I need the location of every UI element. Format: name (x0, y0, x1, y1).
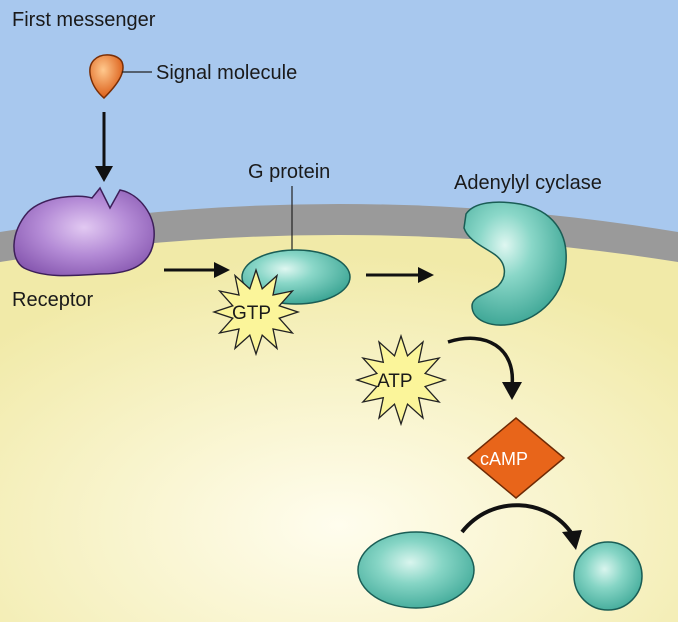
receptor-icon (13, 186, 155, 277)
active-protein-icon (573, 541, 643, 611)
gtp-burst-icon (211, 267, 301, 357)
inactive-protein-icon (357, 531, 475, 609)
arrow-atp-to-camp-head (502, 382, 522, 400)
arrow-protein-activation (460, 503, 574, 536)
atp-label: ATP (377, 371, 413, 392)
receptor-label: Receptor (12, 289, 93, 311)
camp-label: cAMP (480, 449, 528, 469)
camp-diamond-icon (466, 417, 566, 499)
atp-burst-icon (354, 333, 448, 427)
gtp-label: GTP (232, 303, 271, 324)
arrow-signal-to-receptor-head (95, 166, 113, 182)
first-messenger-label: First messenger (12, 9, 156, 31)
adenylyl-cyclase-icon (463, 201, 567, 326)
g-protein-label: G protein (248, 161, 330, 183)
signal-molecule-label: Signal molecule (156, 62, 297, 84)
adenylyl-cyclase-label: Adenylyl cyclase (454, 172, 602, 194)
arrow-atp-to-camp (447, 336, 515, 387)
cytoplasm (0, 235, 678, 622)
arrow-g-protein-to-adenylyl-cyclase-head (418, 267, 434, 283)
signal-molecule-icon (89, 54, 124, 100)
arrow-protein-activation-head (562, 530, 582, 550)
arrow-receptor-to-g-protein-head (214, 262, 230, 278)
